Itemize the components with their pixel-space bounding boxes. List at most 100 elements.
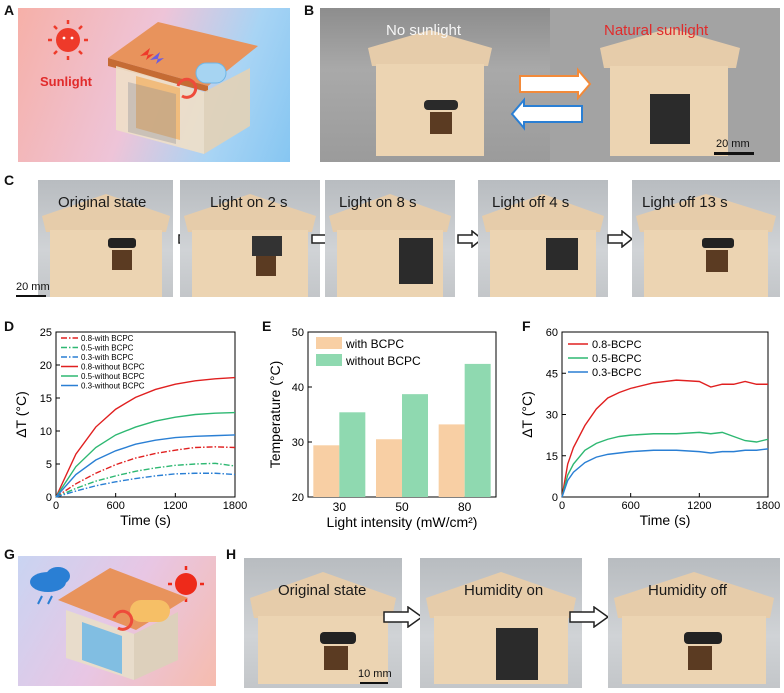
panel-c-frame-5: Light off 13 s (632, 180, 780, 297)
sun-icon (168, 566, 204, 602)
bar (464, 363, 491, 497)
frame-caption: Light off 13 s (642, 194, 728, 211)
legend-label: 0.5-with BCPC (81, 344, 134, 353)
x-tick-label: 50 (395, 500, 409, 514)
bar (402, 394, 428, 497)
legend-label: with BCPC (345, 337, 404, 351)
panel-label-f: F (522, 318, 531, 334)
x-tick-label: 30 (333, 500, 347, 514)
panel-label-b: B (304, 2, 315, 18)
series-line (55, 411, 236, 498)
x-axis-label: Time (s) (640, 512, 691, 528)
series-line (55, 462, 236, 498)
panel-label-a: A (4, 2, 15, 18)
frame-caption: Humidity off (648, 582, 727, 599)
panel-label-c: C (4, 172, 15, 188)
scale-bar-b: 20 mm (716, 138, 750, 150)
house-illustration-g (30, 566, 204, 680)
rain-cloud-icon (30, 567, 70, 605)
y-tick-label: 5 (46, 459, 52, 471)
panel-c-frame-4: Light off 4 s (478, 180, 608, 297)
x-tick-label: 1800 (756, 500, 780, 512)
y-tick-label: 15 (40, 393, 52, 405)
panel-c-frame-3: Light on 8 s (325, 180, 455, 297)
sun-icon (48, 20, 88, 60)
panel-h-frame-2: Humidity on (420, 558, 582, 688)
y-tick-label: 60 (546, 327, 558, 339)
houses-photo-b (368, 8, 780, 162)
series-line (561, 379, 768, 498)
series-line (55, 434, 236, 498)
x-tick-label: 600 (106, 500, 124, 512)
panel-label-d: D (4, 318, 15, 334)
panel-label-h: H (226, 546, 237, 562)
scale-bar-h: 10 mm (358, 668, 392, 680)
panel-label-g: G (4, 546, 15, 562)
frame-caption: Light on 8 s (339, 194, 417, 211)
y-tick-label: 20 (40, 360, 52, 372)
legend-label: 0.8-with BCPC (81, 334, 134, 343)
arrow-icon (456, 229, 484, 253)
bar (339, 412, 366, 497)
arrow-icon (568, 605, 610, 633)
x-tick-label: 0 (559, 500, 565, 512)
y-tick-label: 30 (546, 410, 558, 422)
panel-h-frame-3: Humidity off (608, 558, 780, 688)
y-tick-label: 50 (292, 327, 304, 339)
series-line (55, 376, 236, 498)
series-line (561, 431, 769, 498)
y-tick-label: 0 (552, 492, 558, 504)
y-tick-label: 30 (292, 437, 304, 449)
panel-g-illustration (18, 556, 216, 686)
x-tick-label: 1800 (223, 500, 247, 512)
x-axis-label: Time (s) (120, 512, 171, 528)
x-tick-label: 1200 (687, 500, 711, 512)
y-axis-label: ΔT (°C) (519, 391, 535, 438)
panel-c-frame-2: Light on 2 s (180, 180, 320, 297)
x-tick-label: 0 (53, 500, 59, 512)
series-line (55, 472, 236, 498)
frame-caption: Light off 4 s (492, 194, 570, 211)
plot-frame (55, 331, 236, 498)
scale-bar-c: 20 mm (16, 281, 50, 297)
frame-caption: Original state (58, 194, 147, 211)
x-axis-label: Light intensity (mW/cm²) (327, 514, 478, 530)
natural-sunlight-caption: Natural sunlight (604, 22, 709, 39)
house-illustration-a (48, 20, 258, 154)
frame-caption: Humidity on (464, 582, 544, 599)
series-line (561, 448, 769, 498)
arrow-icon (382, 605, 424, 633)
y-tick-label: 15 (546, 451, 558, 463)
frame-caption: Original state (278, 582, 367, 599)
bar (313, 445, 340, 497)
panel-a-illustration: Sunlight (18, 8, 290, 162)
legend-label: 0.3-with BCPC (81, 353, 134, 362)
legend-label: 0.3-without BCPC (81, 382, 145, 391)
series-line (55, 446, 236, 498)
y-tick-label: 0 (46, 492, 52, 504)
y-axis-label: ΔT (°C) (13, 391, 29, 438)
x-tick-label: 600 (621, 500, 639, 512)
panel-c-frame-1: Original state (38, 180, 173, 297)
x-tick-label: 1200 (163, 500, 187, 512)
legend-label: 0.8-without BCPC (81, 363, 145, 372)
legend-label: 0.3-BCPC (592, 367, 642, 379)
legend-label: 0.8-BCPC (592, 339, 642, 351)
no-sunlight-caption: No sunlight (386, 22, 462, 39)
legend-label: 0.5-BCPC (592, 353, 642, 365)
legend-swatch (316, 337, 342, 349)
sunlight-label: Sunlight (40, 74, 92, 89)
legend-label: 0.5-without BCPC (81, 372, 145, 381)
y-tick-label: 45 (546, 368, 558, 380)
frame-caption: Light on 2 s (210, 194, 288, 211)
legend-label: without BCPC (345, 354, 421, 368)
arrow-icon (606, 229, 634, 253)
bar (438, 424, 465, 497)
panel-h-frame-1: Original state 10 mm (244, 558, 402, 688)
bar (376, 439, 402, 497)
legend-swatch (316, 354, 342, 366)
panel-b-photo: No sunlight Natural sunlight 20 mm (320, 8, 780, 162)
y-axis-label: Temperature (°C) (267, 361, 283, 469)
panel-label-e: E (262, 318, 272, 334)
